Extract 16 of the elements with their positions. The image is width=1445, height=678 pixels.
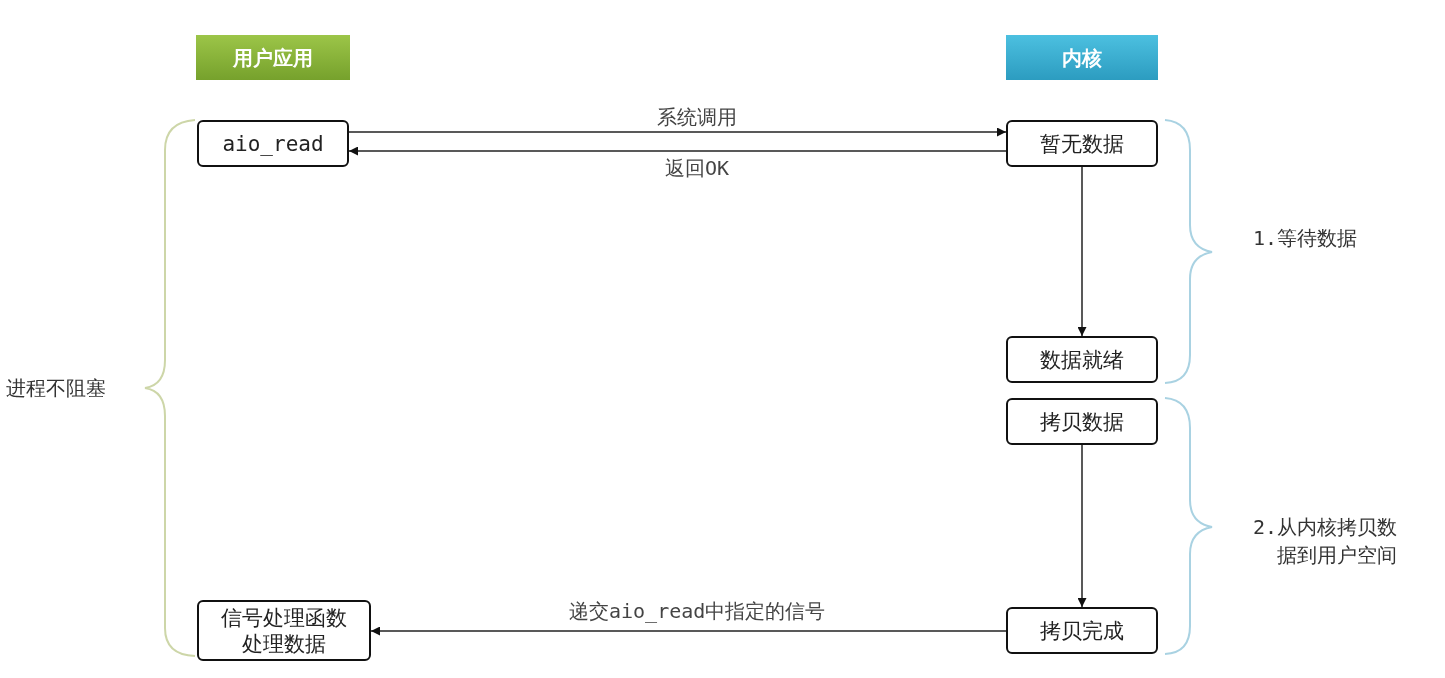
process-box: 拷贝数据 <box>1006 398 1158 445</box>
brace-label: 进程不阻塞 <box>6 375 106 402</box>
arrow <box>1077 166 1087 337</box>
header-band: 用户应用 <box>196 35 350 80</box>
arrow <box>1077 444 1087 608</box>
process-box: 拷贝完成 <box>1006 607 1158 654</box>
process-box: aio_read <box>197 120 349 167</box>
brace-label: 1.等待数据 <box>1253 225 1358 252</box>
arrow <box>348 127 1007 137</box>
brace-label: 2.从内核拷贝数据到用户空间 <box>1253 514 1399 569</box>
arrow <box>348 146 1007 156</box>
process-box: 暂无数据 <box>1006 120 1158 167</box>
arrow <box>370 626 1007 636</box>
process-box: 数据就绪 <box>1006 336 1158 383</box>
header-band: 内核 <box>1006 35 1158 80</box>
process-box: 信号处理函数处理数据 <box>197 600 371 661</box>
